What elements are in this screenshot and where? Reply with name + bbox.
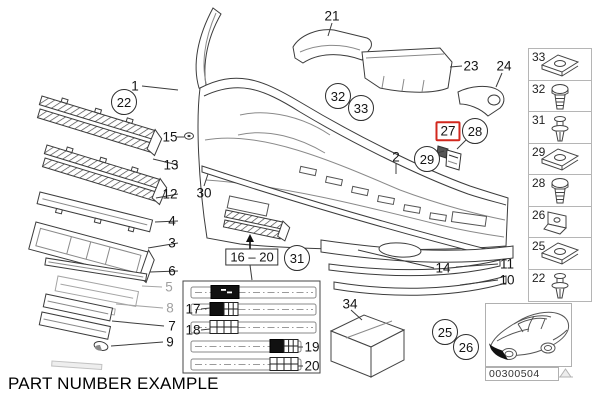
- fastener-legend-panel: 33 32 31 29 28 26 25 22: [528, 48, 592, 302]
- up-arrow-icon: [246, 234, 254, 249]
- callout-highlighted-27[interactable]: 27: [435, 121, 461, 141]
- callout-34[interactable]: 34: [342, 296, 358, 312]
- callout-21[interactable]: 21: [324, 8, 340, 24]
- callout-7[interactable]: 7: [168, 318, 176, 334]
- callout-circled-32[interactable]: 32: [325, 83, 351, 109]
- legend-cell-31[interactable]: 31: [529, 112, 591, 144]
- legend-number: 25: [532, 239, 546, 253]
- legend-number: 28: [532, 176, 546, 190]
- callout-2[interactable]: 2: [392, 149, 400, 165]
- legend-cell-26[interactable]: 26: [529, 207, 591, 238]
- plate-filler-7: [38, 293, 114, 340]
- callout-17[interactable]: 17: [185, 301, 201, 317]
- legend-cell-33[interactable]: 33: [529, 49, 591, 81]
- triangle-watermark-icon: [558, 368, 573, 378]
- callout-circled-22[interactable]: 22: [111, 89, 137, 115]
- grille-slots: [298, 165, 447, 222]
- legend-number: 33: [532, 50, 546, 64]
- callout-14[interactable]: 14: [435, 260, 451, 276]
- callout-24[interactable]: 24: [496, 58, 512, 74]
- callout-13[interactable]: 13: [163, 157, 179, 173]
- callout-circled-31[interactable]: 31: [284, 245, 310, 271]
- carton-34: [329, 314, 406, 378]
- trim-strip-30: [201, 165, 507, 261]
- bracket-21: [292, 29, 372, 64]
- legend-cell-22[interactable]: 22: [529, 270, 591, 302]
- callout-10[interactable]: 10: [499, 272, 515, 288]
- bracket-24: [457, 85, 505, 117]
- upper-grille-13: [34, 91, 166, 157]
- leader-lines-gray: [115, 285, 164, 309]
- support-strip-4: [36, 191, 154, 233]
- callout-9[interactable]: 9: [166, 334, 174, 350]
- callout-20[interactable]: 20: [304, 358, 320, 374]
- lower-skirt-14: [320, 239, 514, 263]
- fog-opening-right: [450, 211, 488, 227]
- page-caption: PART NUMBER EXAMPLE: [8, 374, 219, 393]
- cap-9: [93, 341, 109, 351]
- legend-number: 29: [532, 144, 546, 159]
- gray-strip-bottom: [51, 360, 103, 371]
- callout-15[interactable]: 15: [162, 129, 178, 145]
- callout-4[interactable]: 4: [168, 213, 176, 229]
- callout-1[interactable]: 1: [131, 78, 139, 94]
- legend-cell-29[interactable]: 29: [529, 144, 591, 175]
- callout-circled-29[interactable]: 29: [414, 146, 440, 172]
- callout-11[interactable]: 11: [499, 256, 515, 272]
- callout-23[interactable]: 23: [463, 58, 479, 74]
- legend-number: 32: [532, 81, 546, 96]
- diagram-code: 00300504: [485, 367, 559, 381]
- callout-circled-33[interactable]: 33: [348, 95, 374, 121]
- center-grille-3: [28, 221, 155, 284]
- clip-27: [436, 145, 462, 171]
- callout-16-20[interactable]: 16 – 20: [225, 248, 279, 266]
- callout-6[interactable]: 6: [168, 263, 176, 279]
- callout-circled-28[interactable]: 28: [462, 118, 488, 144]
- vehicle-thumbnail: [485, 303, 572, 367]
- callout-18[interactable]: 18: [185, 322, 201, 338]
- panel-5-gray: [54, 275, 140, 307]
- fog-opening-left: [226, 195, 270, 217]
- legend-number: 22: [532, 270, 546, 285]
- callout-5[interactable]: 5: [165, 279, 173, 295]
- callout-12[interactable]: 12: [162, 186, 178, 202]
- strip-11: [328, 259, 501, 277]
- legend-number: 31: [532, 113, 546, 127]
- strip-10: [333, 275, 507, 296]
- strip-8-gray: [50, 298, 116, 316]
- legend-cell-32[interactable]: 32: [529, 81, 591, 112]
- callout-circled-26[interactable]: 26: [453, 334, 479, 360]
- upper-grille-12: [39, 140, 171, 206]
- callout-19[interactable]: 19: [304, 339, 320, 355]
- legend-cell-25[interactable]: 25: [529, 238, 591, 270]
- duct-23: [361, 47, 453, 93]
- legend-number: 26: [532, 207, 546, 222]
- callout-8[interactable]: 8: [166, 300, 174, 316]
- callout-30[interactable]: 30: [196, 185, 212, 201]
- trim-strip-6: [44, 257, 148, 282]
- callout-3[interactable]: 3: [168, 235, 176, 251]
- fog-grille-16: [222, 209, 291, 242]
- clip-15: [184, 132, 194, 140]
- legend-cell-28[interactable]: 28: [529, 175, 591, 207]
